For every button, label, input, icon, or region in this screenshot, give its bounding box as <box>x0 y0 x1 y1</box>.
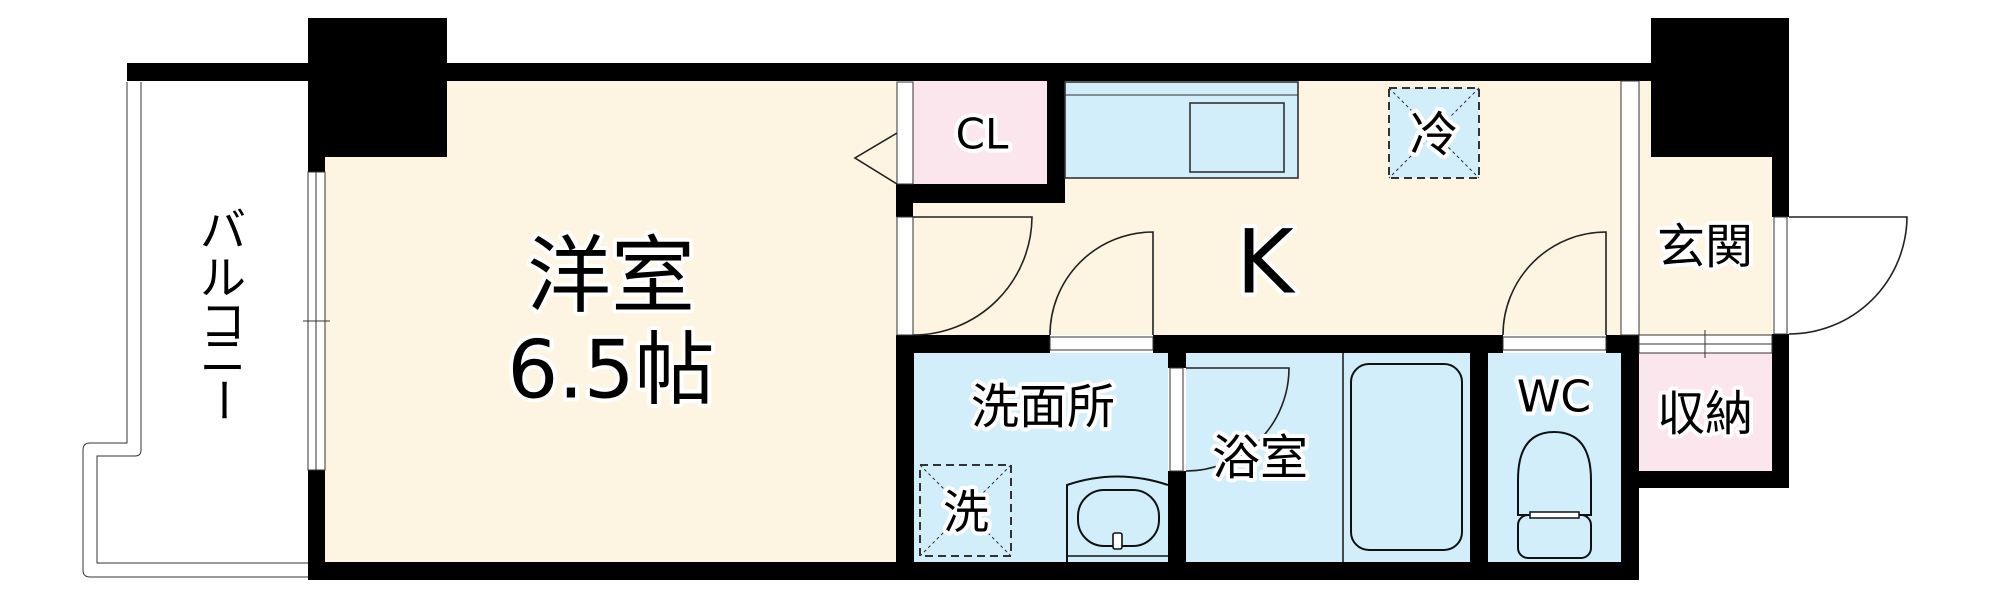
western-room-door[interactable] <box>912 216 1033 336</box>
washroom-door-slot <box>1049 336 1154 351</box>
western-room-size: 6.5帖 <box>507 324 714 417</box>
kitchen-entrance-partition <box>1620 80 1640 336</box>
kitchen-label: K <box>1236 211 1296 314</box>
refrigerator-space <box>1388 87 1480 179</box>
kitchen-sink-icon <box>1189 102 1285 173</box>
toilet-door[interactable] <box>1502 231 1607 336</box>
toilet-icon <box>1517 430 1592 559</box>
direction-arrow-icon <box>853 132 898 185</box>
washing-machine-space <box>919 464 1012 557</box>
balcony <box>82 63 308 578</box>
washroom-label: 洗面所 <box>971 379 1115 435</box>
storage-label: 収納 <box>1657 386 1753 442</box>
west-window <box>303 171 330 471</box>
western-room-floor <box>325 81 897 562</box>
toilet-label: WC <box>1517 372 1591 423</box>
refrigerator-label: 冷 <box>1410 107 1458 163</box>
walls <box>308 18 1789 580</box>
closet-label: CL <box>956 110 1009 159</box>
front-door[interactable] <box>1788 216 1908 335</box>
balcony-label: バ ル コ ニ ー <box>196 203 250 423</box>
closet-sliding-door[interactable] <box>896 81 914 185</box>
kitchen-counter <box>1064 81 1299 179</box>
bathroom-door-slot <box>1169 367 1184 472</box>
toilet-door-slot <box>1502 336 1607 351</box>
bathroom-label: 浴室 <box>1212 430 1308 486</box>
storage-sliding-door[interactable] <box>1638 330 1773 358</box>
bathtub-icon <box>1342 353 1463 562</box>
svg-text:コ: コ <box>200 295 246 349</box>
svg-text:バ: バ <box>200 203 246 257</box>
storage-floor <box>1639 353 1772 471</box>
front-door-slot <box>1773 216 1788 335</box>
washroom-door[interactable] <box>1049 231 1154 336</box>
svg-text:ー: ー <box>196 377 250 423</box>
bathroom-door[interactable] <box>1185 367 1290 472</box>
svg-text:ル: ル <box>200 251 246 305</box>
washbasin-icon <box>1066 475 1169 562</box>
closet-floor <box>913 81 1047 184</box>
western-room-door-frame <box>896 216 914 336</box>
svg-text:ニ: ニ <box>200 329 246 383</box>
entrance-label: 玄関 <box>1657 219 1753 275</box>
washing-machine-label: 洗 <box>943 485 989 539</box>
western-room-label: 洋室 <box>527 227 695 325</box>
